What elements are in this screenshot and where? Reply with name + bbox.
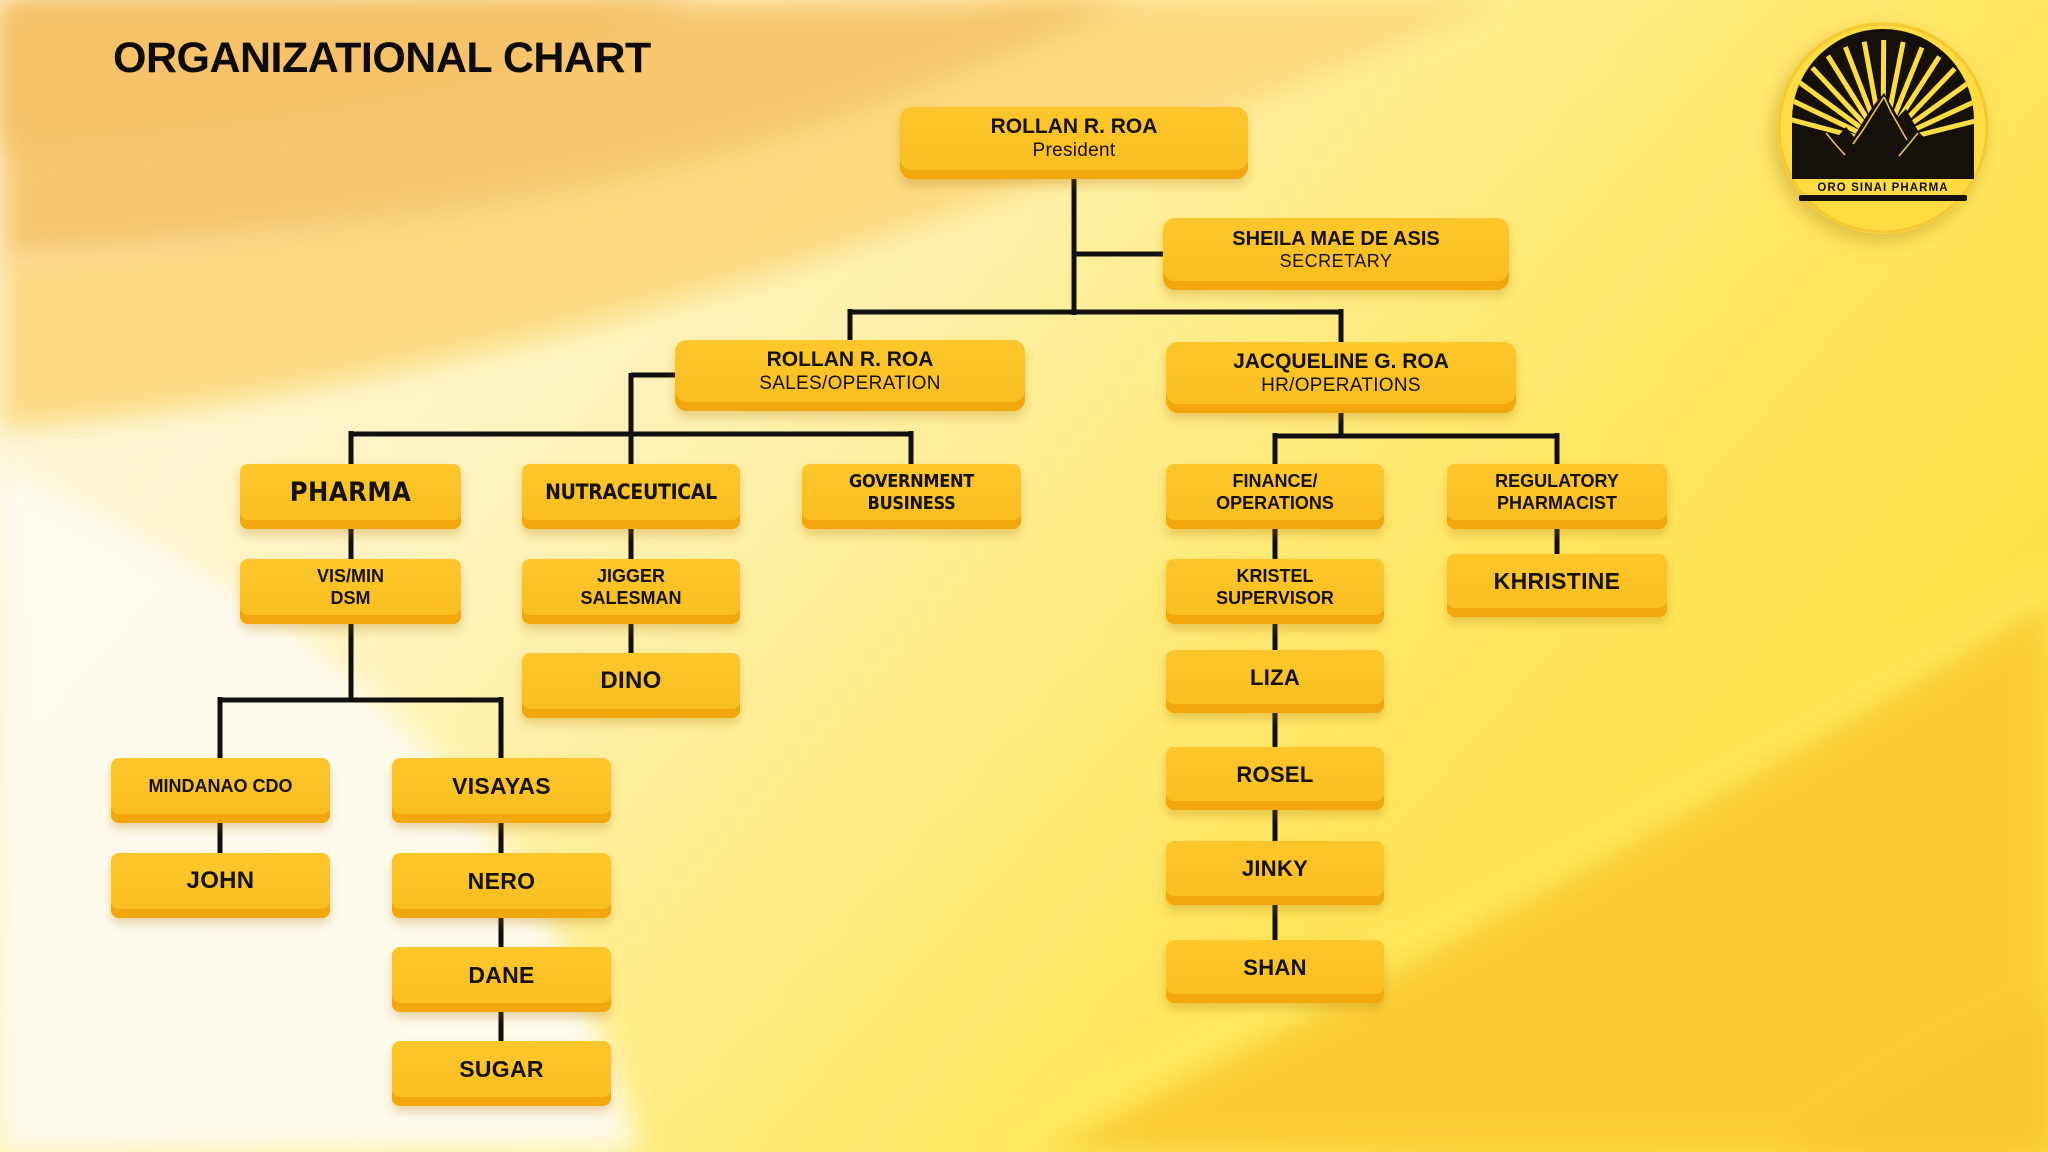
org-node-label: FINANCE/: [1232, 471, 1318, 492]
logo-text: ORO SINAI PHARMA: [1817, 182, 1948, 194]
org-node-nutraceutical: NUTRACEUTICAL: [522, 464, 740, 529]
mountain-sunburst-icon: ORO SINAI PHARMA: [1777, 22, 1989, 234]
org-node-khristine: KHRISTINE: [1447, 554, 1667, 617]
org-node-label: JINKY: [1241, 856, 1309, 882]
org-node-mindanao-cdo: MINDANAO CDO: [111, 758, 330, 823]
org-node-label: President: [1032, 140, 1116, 162]
org-node-label: PHARMACIST: [1497, 492, 1617, 513]
org-node-john: JOHN: [111, 853, 330, 918]
org-node-label: VISAYAS: [452, 772, 551, 799]
org-node-label: GOVERNMENT: [849, 471, 974, 493]
org-node-sugar: SUGAR: [392, 1041, 611, 1106]
org-node-label: SUPERVISOR: [1216, 587, 1334, 608]
org-node-finance-operations: FINANCE/OPERATIONS: [1166, 464, 1384, 529]
org-node-label: KHRISTINE: [1493, 567, 1621, 594]
org-node-label: PHARMA: [289, 476, 412, 508]
org-node-label: SHEILA MAE DE ASIS: [1232, 227, 1440, 250]
org-node-label: SALESMAN: [580, 587, 682, 608]
org-node-label: ROLLAN R. ROA: [766, 347, 934, 371]
org-node-dino: DINO: [522, 653, 740, 718]
org-node-label: HR/OPERATIONS: [1261, 374, 1421, 396]
org-node-label: SUGAR: [459, 1055, 544, 1082]
org-node-label: REGULATORY: [1495, 471, 1619, 492]
org-node-label: DANE: [468, 961, 535, 988]
org-node-nero: NERO: [392, 853, 611, 918]
org-node-label: NUTRACEUTICAL: [545, 480, 717, 505]
org-node-label: BUSINESS: [867, 492, 956, 514]
org-node-pharma: PHARMA: [240, 464, 461, 529]
org-node-label: JACQUELINE G. ROA: [1233, 349, 1449, 373]
org-node-label: DINO: [600, 667, 662, 695]
org-node-label: VIS/MIN: [316, 566, 384, 587]
org-node-rosel: ROSEL: [1166, 747, 1384, 810]
org-node-label: LIZA: [1249, 664, 1301, 690]
org-node-label: JIGGER: [596, 566, 666, 587]
org-node-jinky: JINKY: [1166, 841, 1384, 905]
org-node-liza: LIZA: [1166, 650, 1384, 713]
org-node-dane: DANE: [392, 947, 611, 1012]
org-node-label: OPERATIONS: [1216, 492, 1334, 513]
org-node-label: SALES/OPERATION: [759, 372, 941, 394]
org-node-label: SECRETARY: [1279, 251, 1393, 272]
org-node-label: ROSEL: [1236, 761, 1314, 787]
page-title: ORGANIZATIONAL CHART: [113, 34, 651, 82]
company-logo: ORO SINAI PHARMA: [1770, 15, 1996, 241]
org-node-label: ROLLAN R. ROA: [990, 115, 1158, 139]
org-node-visayas: VISAYAS: [392, 758, 611, 823]
org-node-label: NERO: [467, 867, 536, 894]
org-node-label: KRISTEL: [1236, 566, 1314, 587]
org-node-label: SHAN: [1243, 954, 1307, 980]
org-node-label: MINDANAO CDO: [148, 775, 293, 796]
org-node-label: JOHN: [186, 867, 255, 895]
org-node-label: DSM: [330, 587, 371, 608]
org-node-shan: SHAN: [1166, 940, 1384, 1003]
